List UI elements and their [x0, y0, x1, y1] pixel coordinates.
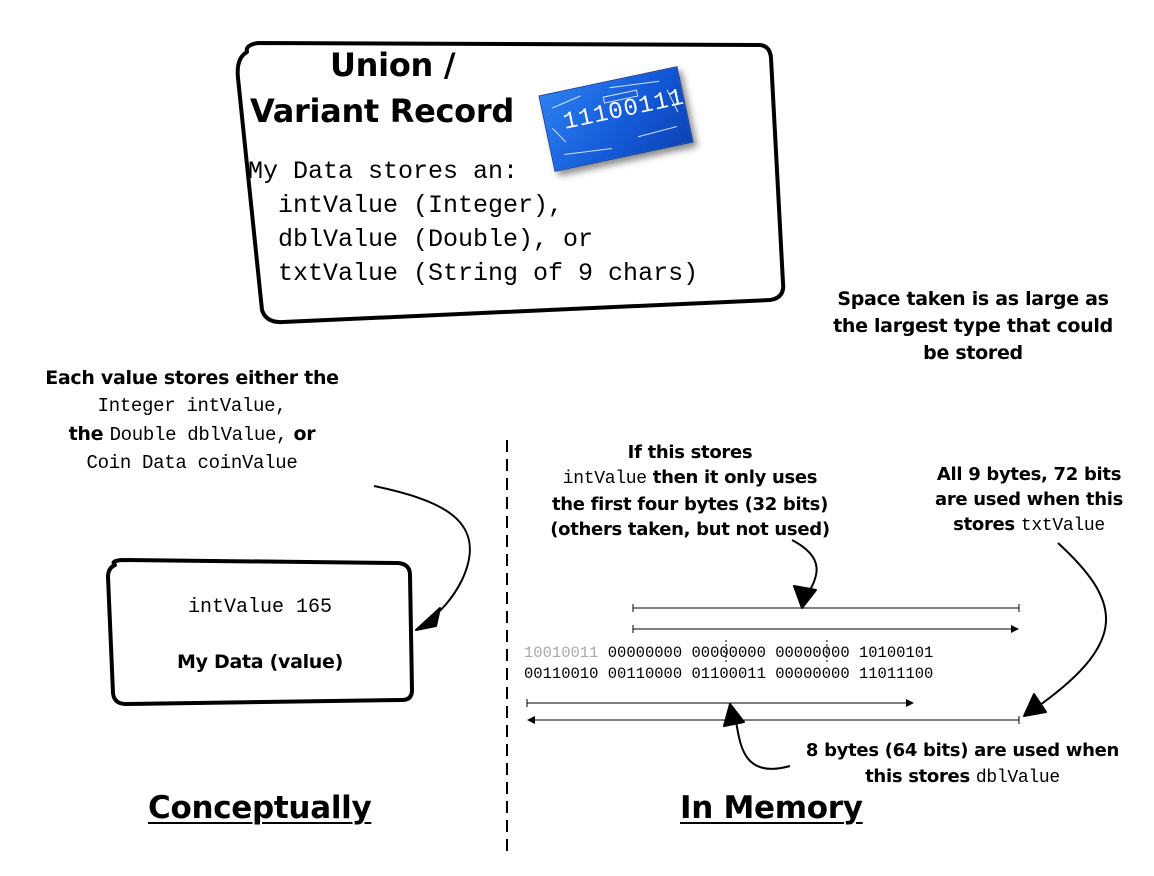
each-value-note: Each value stores either the Integer int…: [12, 364, 372, 477]
footer-in-memory: In Memory: [680, 790, 863, 826]
title-box-outline: [235, 41, 786, 325]
concept-value: intValue 165: [187, 596, 333, 619]
txt-note-text: stores: [953, 514, 1015, 535]
dbl-note-line: 8 bytes (64 bits) are used when: [805, 740, 1120, 761]
memory-byte: 10010011: [524, 644, 599, 662]
each-note-text: the: [68, 423, 104, 445]
arrow-int-head: [793, 585, 817, 609]
memory-byte: 00000000: [691, 644, 766, 662]
arrow-txt-to-range: [1039, 542, 1107, 706]
dbl-note-text: this stores: [865, 766, 970, 787]
arrow-dbl-to-range: [734, 715, 791, 770]
each-note-code: Double dblValue,: [109, 424, 288, 446]
each-note-code: Coin Data coinValue: [86, 452, 298, 474]
arrow-each-head: [415, 607, 441, 631]
memory-byte: 00110010: [524, 665, 599, 683]
memory-row-2: 00110010 00110000 01100011 00000000 1101…: [524, 665, 933, 683]
concept-box-outline: [106, 558, 414, 706]
txt-note: All 9 bytes, 72 bits are used when this …: [918, 462, 1140, 539]
memory-byte: 10100101: [858, 644, 934, 662]
dbl-note-code: dblValue: [975, 768, 1060, 788]
int-note-text: then it only uses: [646, 467, 818, 488]
each-note-line: Each value stores either the: [45, 367, 339, 389]
box-line: My Data stores an:: [248, 157, 519, 186]
memory-byte: 00000000: [775, 644, 850, 662]
each-note-text: or: [293, 423, 316, 445]
int-note-code: intValue: [562, 469, 647, 489]
title-line-2: Variant Record: [250, 92, 514, 130]
int-note-line: If this stores: [627, 442, 753, 463]
each-note-code: Integer intValue,: [97, 395, 287, 417]
txt-note-line: are used when this: [934, 489, 1124, 510]
box-line: intValue (Integer),: [248, 191, 564, 220]
int-note-line: (others taken, but not used): [550, 519, 830, 540]
memory-byte: 01100011: [691, 665, 766, 683]
memory-byte: 00000000: [607, 644, 683, 662]
memory-row-1: 10010011 00000000 00000000 00000000 1010…: [524, 644, 933, 662]
dbl-note: 8 bytes (64 bits) are used when this sto…: [790, 738, 1135, 791]
memory-byte: 00110000: [607, 665, 683, 683]
memory-byte: 00000000: [775, 665, 850, 683]
space-note: Space taken is as large as the largest t…: [833, 288, 1113, 364]
concept-label: My Data (value): [176, 651, 344, 673]
memory-byte: 11011100: [858, 665, 934, 683]
int-note-line: the first four bytes (32 bits): [551, 494, 829, 515]
box-line: dblValue (Double), or: [248, 225, 594, 254]
box-description: My Data stores an: intValue (Integer), d…: [248, 155, 698, 291]
title-line-1: Union /: [330, 46, 456, 84]
txt-note-code: txtValue: [1020, 516, 1105, 536]
binary-badge-icon: 11100111: [538, 66, 694, 172]
int-note: If this stores intValue then it only use…: [525, 440, 855, 542]
arrow-each-to-box: [373, 485, 471, 625]
box-line: txtValue (String of 9 chars): [248, 259, 699, 288]
txt-note-line: All 9 bytes, 72 bits: [936, 464, 1122, 485]
badge-scribble: [552, 80, 679, 156]
footer-conceptually: Conceptually: [148, 790, 372, 826]
arrow-dbl-head: [723, 703, 745, 727]
arrow-txt-head: [1023, 693, 1047, 717]
